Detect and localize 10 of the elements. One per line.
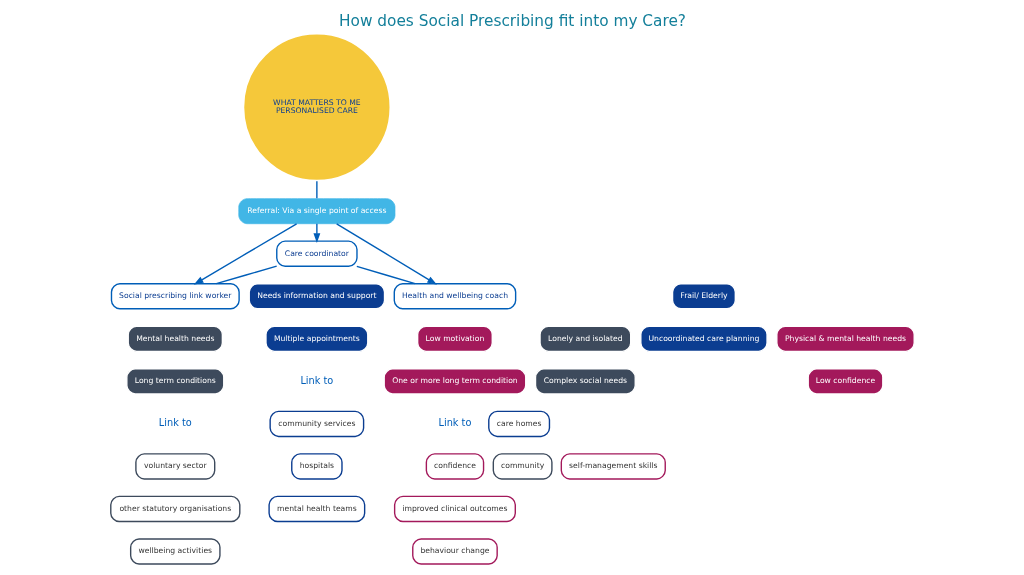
label: Link to xyxy=(438,417,471,429)
diagram-title: How does Social Prescribing fit into my Care? xyxy=(338,11,686,30)
label: Link to xyxy=(158,417,192,429)
connector xyxy=(355,265,416,285)
connector xyxy=(215,265,277,285)
arrow xyxy=(335,223,437,285)
label: Link to xyxy=(299,374,333,386)
arrow xyxy=(312,223,320,244)
arrow xyxy=(193,223,297,285)
connector xyxy=(315,180,318,200)
